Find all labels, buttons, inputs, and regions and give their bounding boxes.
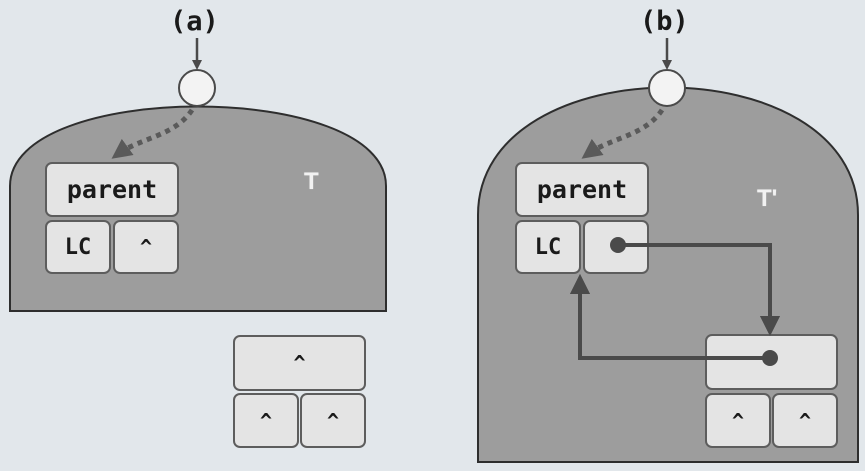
new-node-top-cell — [705, 334, 838, 390]
tree-label-t: T — [304, 168, 319, 195]
root-node-b — [648, 69, 686, 107]
left-child-cell-a: LC — [45, 220, 111, 274]
detached-left-cell: ^ — [233, 393, 299, 448]
new-node-right-cell: ^ — [772, 393, 838, 448]
detached-top-cell: ^ — [233, 335, 366, 391]
right-child-cell-a: ^ — [113, 220, 179, 274]
parent-cell-a: parent — [45, 162, 179, 217]
panel-label-a: (a) — [170, 6, 219, 37]
dotted-arrow-a — [111, 108, 195, 159]
tree-label-t-prime: T' — [757, 185, 778, 212]
left-child-cell-b: LC — [515, 220, 581, 274]
new-node-left-cell: ^ — [705, 393, 771, 448]
parent-cell-b: parent — [515, 162, 649, 217]
panel-label-b: (b) — [640, 6, 689, 37]
dotted-arrow-b — [581, 108, 665, 159]
root-node-a — [178, 69, 216, 107]
detached-right-cell: ^ — [300, 393, 366, 448]
right-child-cell-b — [583, 220, 649, 274]
